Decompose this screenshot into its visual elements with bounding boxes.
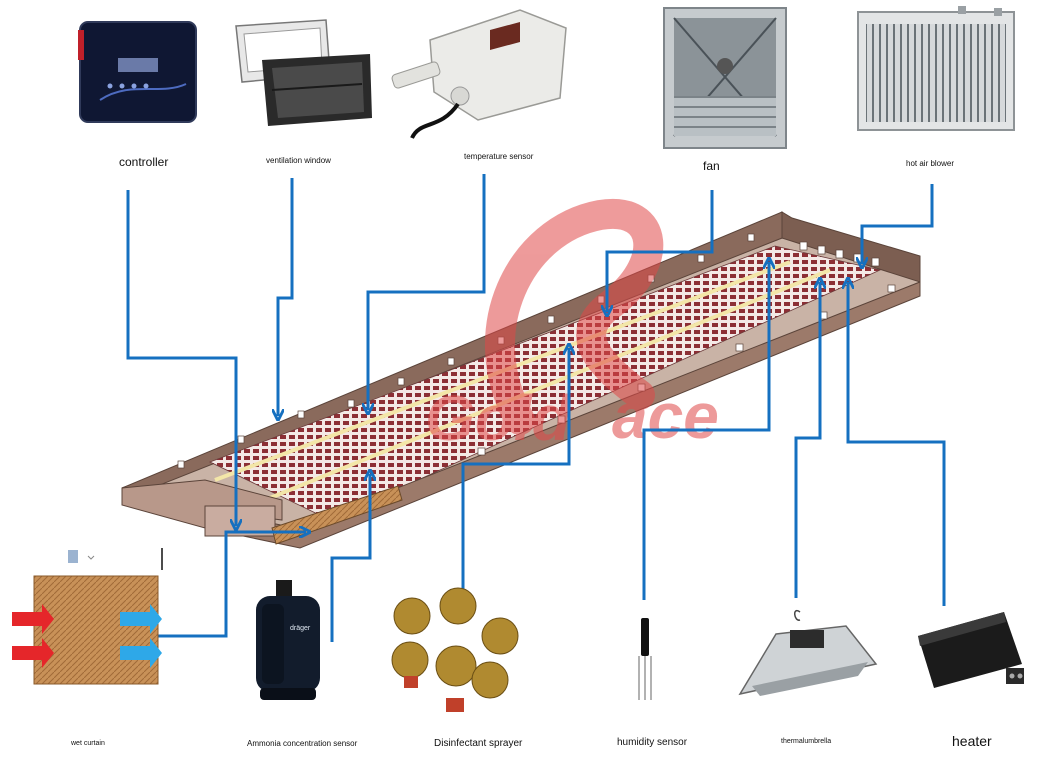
ammonia-sensor-image: dräger <box>256 580 320 700</box>
disinfectant-sprayer-connector <box>461 348 569 590</box>
wet-curtain-connector <box>136 532 306 638</box>
fan-image <box>663 7 787 149</box>
label-wet-curtain: wet curtain <box>71 740 105 747</box>
label-disinfectant-sprayer: Disinfectant sprayer <box>434 738 523 749</box>
label-hot-air-blower: hot air blower <box>906 159 955 168</box>
label-controller: controller <box>119 155 169 169</box>
svg-text:Gold: Gold <box>425 382 573 454</box>
humidity-sensor-image <box>638 618 652 700</box>
label-ammonia-sensor: Ammonia concentration sensor <box>247 739 358 748</box>
barn-end-wall <box>781 211 921 283</box>
heater-image <box>918 612 1024 688</box>
svg-text:dräger: dräger <box>290 625 311 632</box>
label-humidity-sensor: humidity sensor <box>617 737 688 748</box>
humidity-sensor-connector <box>642 262 769 600</box>
label-thermal-umbrella: thermalumbrella <box>781 738 832 745</box>
walkway <box>264 268 831 502</box>
doc-icon <box>68 550 95 563</box>
hot-air-blower-image <box>857 6 1015 131</box>
temperature-sensor-image <box>391 9 567 139</box>
thermal-umbrella-image <box>738 609 878 696</box>
heater-connector <box>848 282 946 606</box>
ventilation-window-image <box>235 19 372 126</box>
hot-air-blower-connector <box>862 184 934 264</box>
controller-image <box>78 21 197 123</box>
svg-text:ace: ace <box>612 380 719 452</box>
ventilation-window-connector <box>278 178 294 416</box>
watermark-logo: Gold ace <box>425 198 719 454</box>
controller-connector <box>126 190 236 526</box>
label-heater: heater <box>952 733 992 749</box>
temperature-sensor-connector <box>368 174 486 410</box>
wet-curtain-image <box>12 575 162 685</box>
thermal-umbrella-connector <box>794 282 820 598</box>
connector-lines <box>126 174 946 642</box>
label-ventilation-window: ventilation window <box>266 156 331 165</box>
label-temperature-sensor: temperature sensor <box>464 152 534 161</box>
disinfectant-sprayer-image <box>391 587 519 712</box>
label-fan: fan <box>703 159 720 173</box>
ammonia-sensor-connector <box>330 474 370 642</box>
fan-connector <box>607 190 714 312</box>
